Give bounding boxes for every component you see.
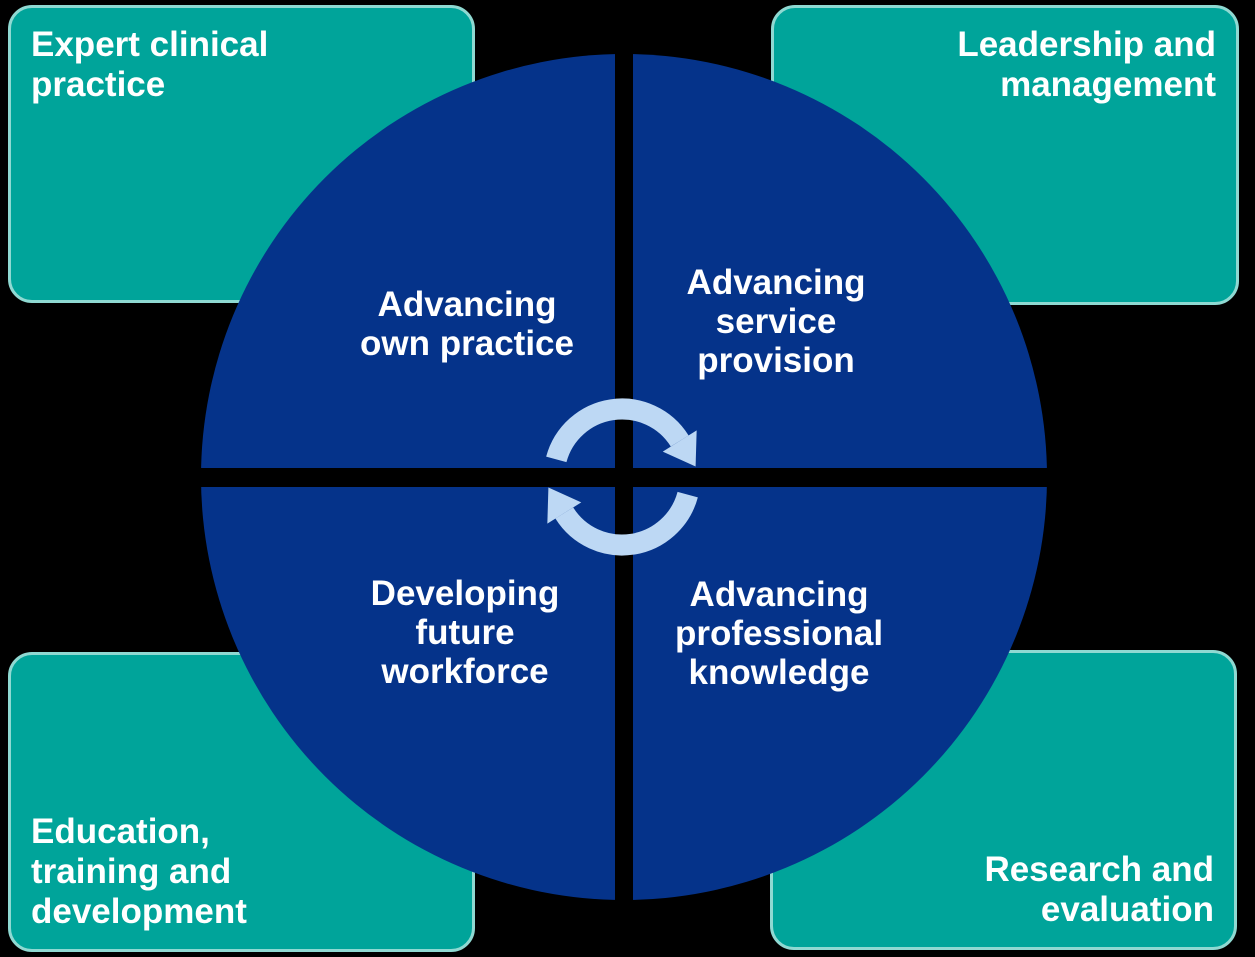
pillar-label: Expert clinical practice [31,25,269,104]
quadrant-divider-vertical [615,0,633,957]
quadrant-label-developing-future-workforce: Developing future workforce [370,574,560,692]
pillar-label: Education, training and development [31,812,247,932]
pillar-label: Leadership and management [957,25,1216,104]
quadrant-label-advancing-professional-knowledge: Advancing professional knowledge [674,575,884,693]
quadrant-label-advancing-service-provision: Advancing service provision [686,263,866,381]
pillar-label: Research and evaluation [984,850,1214,930]
quadrant-label-advancing-own-practice: Advancing own practice [360,284,574,363]
cycle-arrows-icon [546,398,698,556]
